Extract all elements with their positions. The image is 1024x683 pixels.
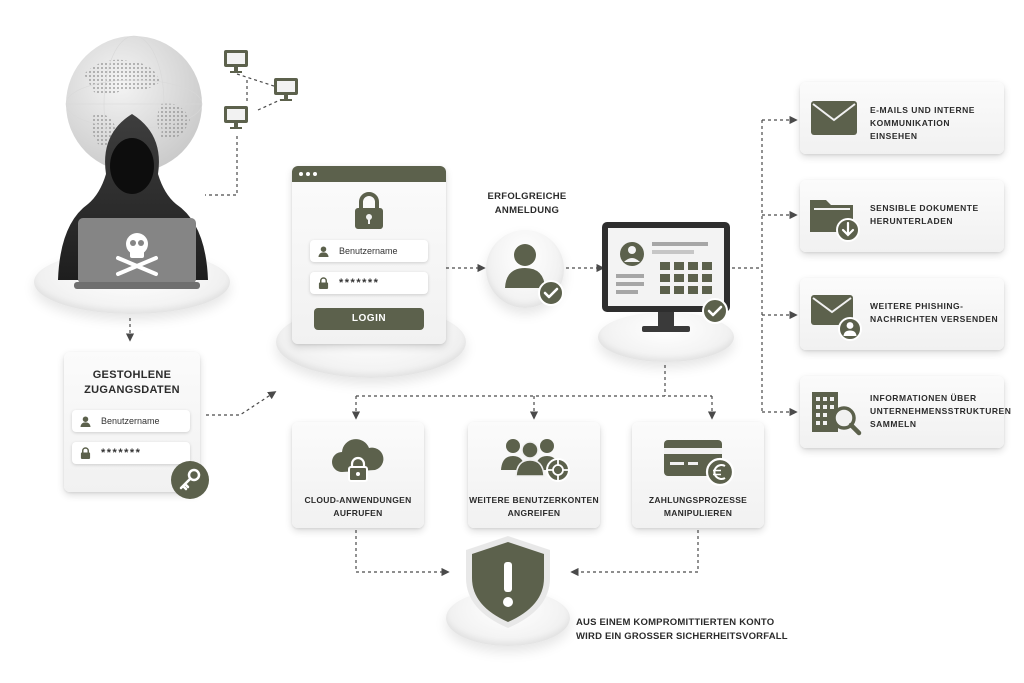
outcome-card-company-info: Informationen über Unternehmensstrukture… (800, 376, 1011, 448)
users-target-icon (501, 439, 570, 482)
warning-shield-icon (466, 536, 550, 628)
checkmark-icon (702, 298, 728, 324)
login-password-field: ******* (310, 272, 428, 294)
laptop-skull-icon (74, 218, 200, 289)
lock-icon (80, 447, 91, 459)
user-icon (505, 244, 545, 288)
envelope-icon (811, 101, 857, 135)
outcome-card-documents: Sensible Dokumente herunterladen (800, 180, 1004, 252)
login-username-field: Benutzername (310, 240, 428, 262)
credentials-title: Gestohlene Zugangsdaten (84, 369, 180, 396)
user-icon (318, 245, 329, 257)
globe-icon (65, 35, 203, 173)
credit-card-euro-icon (664, 440, 735, 487)
building-search-icon (812, 392, 862, 436)
folder-download-icon (810, 200, 860, 242)
padlock-icon (355, 192, 383, 229)
login-window: Benutzername ******* LOGIN (292, 166, 446, 344)
credentials-password-field: ******* (72, 442, 190, 464)
cloud-lock-icon (332, 439, 384, 482)
action-card-accounts: Weitere Benutzerkonten angreifen (468, 422, 600, 528)
action-card-cloud: Cloud-Anwendungen aufrufen (292, 422, 424, 528)
lock-icon (318, 277, 329, 289)
user-icon (80, 415, 91, 427)
envelope-user-icon (811, 295, 862, 341)
window-controls-icon (299, 172, 317, 176)
key-icon (171, 461, 209, 499)
credentials-username-field: Benutzername (72, 410, 190, 432)
outcome-card-phishing: Weitere Phishing- Nachrichten versenden (800, 278, 1004, 350)
outcome-card-emails: E-Mails und interne Kommunikation einseh… (800, 82, 1004, 154)
login-window-titlebar (292, 166, 446, 182)
dashboard-monitor-icon (602, 222, 730, 332)
network-computer-icon (224, 106, 248, 129)
incident-caption: Aus einem kompromittierten Konto wird ei… (576, 617, 788, 642)
login-button: LOGIN (314, 308, 424, 330)
success-label: Erfolgreiche Anmeldung (487, 191, 567, 216)
network-computer-icon (224, 50, 248, 73)
action-card-payments: Zahlungsprozesse manipulieren (632, 422, 764, 528)
network-computer-icon (274, 78, 298, 101)
checkmark-icon (538, 280, 564, 306)
